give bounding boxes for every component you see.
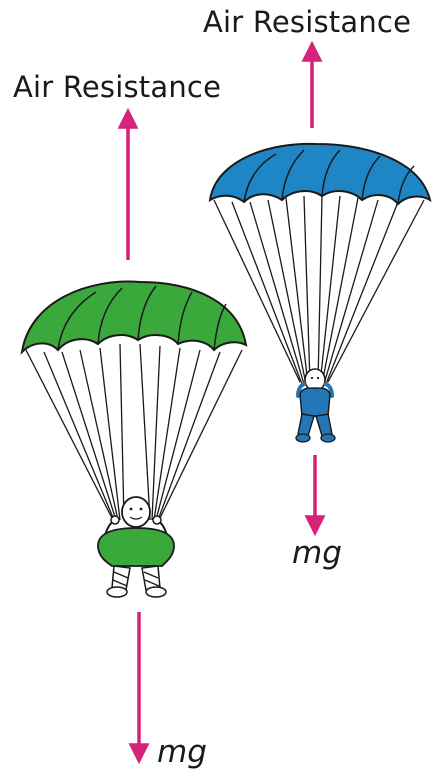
parachutist-green-icon xyxy=(22,282,246,597)
canopy-blue xyxy=(210,144,430,204)
air-resistance-label-right: Air Resistance xyxy=(203,8,411,37)
weight-label-left: mg xyxy=(157,737,207,768)
jumper-shirt-green xyxy=(98,528,174,566)
canopy-green xyxy=(22,282,246,352)
jumper-head-green xyxy=(122,497,150,527)
jumper-suit-blue xyxy=(300,388,330,416)
parachutist-blue-icon xyxy=(210,144,430,442)
weight-label-right: mg xyxy=(292,538,342,569)
air-resistance-label-left: Air Resistance xyxy=(13,73,221,102)
